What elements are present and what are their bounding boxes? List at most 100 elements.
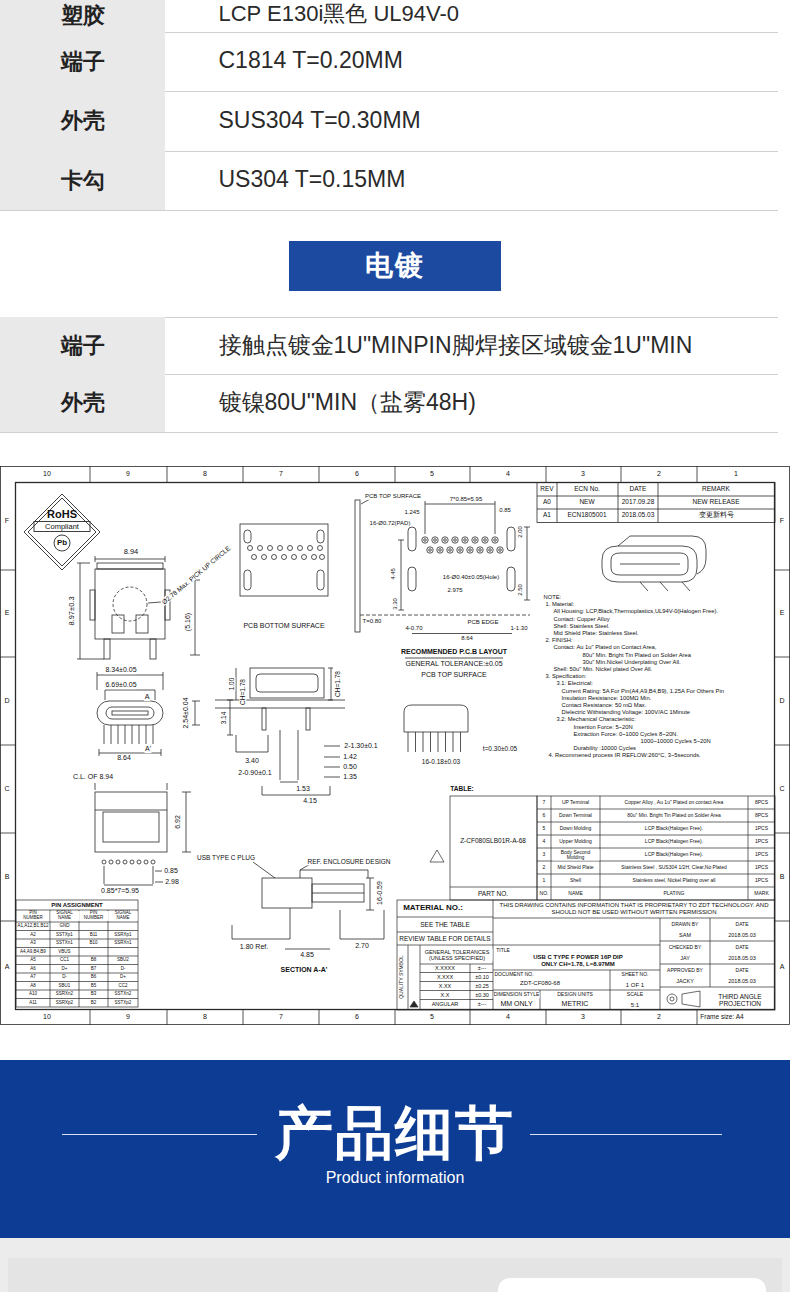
spec-value: US304 T=0.15MM	[218, 167, 406, 192]
pin-cell: B7	[90, 966, 97, 971]
zone-letter: F	[4, 517, 9, 525]
front-view	[95, 810, 167, 811]
rohs-badge	[54, 535, 70, 551]
section-view	[262, 878, 312, 908]
pcb-layout	[429, 549, 432, 552]
note-text: GENERAL TOLERANCE:±0.05	[405, 660, 503, 668]
front-view	[144, 860, 148, 864]
node-subtitle: Product information	[326, 1170, 465, 1186]
pin-cell: GND	[59, 924, 70, 929]
table-cell: LCP Black(Halogen Free).	[644, 839, 703, 845]
part-number: Z-CF080SLB01R-A-68	[460, 837, 527, 844]
spec-label-cell: 外壳	[0, 374, 165, 432]
tolerance-cell: X.XX	[438, 983, 452, 989]
table-cell: LCP Black(Halogen Free).	[644, 826, 703, 832]
dimension-text: 1.35	[343, 773, 358, 781]
table-cell: 1PCS	[754, 826, 768, 832]
table-cell: 7	[542, 800, 546, 806]
revision-cell: A1	[543, 511, 552, 518]
rohs-mark: Pb	[56, 539, 67, 548]
title-block-text: SEE THE TABLE	[420, 921, 471, 928]
tolerance-cell: ±---	[477, 965, 487, 971]
pcb-layout	[422, 537, 428, 543]
front-view	[104, 639, 110, 659]
title-block-grid	[493, 918, 775, 1010]
table-cell: 1PCS	[754, 839, 768, 845]
drawing-frame	[537, 483, 775, 523]
pcb-bottom-view	[272, 555, 277, 560]
pin-cell: B5	[90, 983, 97, 988]
rohs-badge	[24, 494, 100, 570]
section-view	[232, 908, 290, 939]
dimension-text: CH=1.78	[334, 671, 341, 698]
frame-size: Frame size: A4	[700, 1013, 744, 1020]
pcb-layout	[408, 567, 416, 591]
pin-cell: SSRXn2	[55, 992, 73, 997]
banner-ground	[0, 1060, 790, 1292]
zone-number: 9	[126, 470, 131, 478]
pcb-layout	[434, 539, 437, 542]
dimension-text: t=0.30±0.05	[482, 745, 517, 752]
title-block-text: TITLE	[496, 948, 511, 954]
zone-letter: B	[779, 873, 785, 881]
title-block-text: THIS DRAWING CONTAINS INFORMATION THAT I…	[498, 902, 771, 915]
tolerance-cell: ANGULAR	[431, 1001, 459, 1007]
dimension-text: 3.40	[245, 757, 260, 765]
title-block-text: DRAWN BY	[671, 922, 699, 928]
zone-letter: D	[779, 697, 785, 705]
node-title: 电镀	[365, 247, 425, 285]
node-title: 产品细节	[275, 1104, 515, 1162]
dimension-text: T=0.80	[362, 618, 382, 625]
pcb-layout	[408, 732, 461, 752]
dimension-text: 6.69±0.05	[105, 681, 137, 689]
pin-cell: A11	[29, 1000, 38, 1005]
title-block-text: DIMENSION STYLE	[493, 992, 540, 998]
dimension-text: 2.54±0.04	[182, 697, 190, 729]
pcb-bottom-view	[278, 546, 283, 551]
note-text: 1000~10000 Cycles 5~20N	[640, 738, 711, 744]
pcb-bottom-view	[244, 570, 251, 590]
pcb-bottom-view	[312, 555, 317, 560]
tolerance-cell: X.X	[440, 992, 450, 998]
table-header: NAME	[568, 891, 583, 897]
dimension-text: 4-0.70	[405, 625, 423, 632]
revision-cell: 变更新料号	[698, 511, 734, 518]
dimension-text: 4.85	[300, 951, 315, 959]
revision-cell: A0	[543, 498, 552, 505]
zone-number: 8	[203, 1013, 208, 1021]
pcb-bottom-view	[240, 524, 328, 596]
front-view	[130, 860, 134, 864]
rohs-badge	[34, 522, 90, 532]
pin-cell: B2	[90, 1000, 97, 1005]
dimension-text: 16-0.59	[376, 881, 384, 906]
pin-cell: B3	[90, 992, 97, 997]
front-view	[192, 701, 200, 725]
note-text: 3.2: Mechanical Characteristic:	[556, 716, 636, 722]
pcb-layout	[444, 539, 447, 542]
dimension-text: 2.70	[355, 942, 370, 950]
pin-cell: A7	[30, 975, 37, 980]
note-text: Contact: Au 1u" Plated on Contact Area,	[553, 644, 657, 650]
zone-number: 8	[203, 470, 208, 478]
pcb-layout	[462, 537, 468, 543]
banner-ground	[0, 1060, 790, 1238]
revision-cell: NEW	[579, 498, 595, 505]
front-view	[97, 672, 163, 690]
section-view	[253, 862, 275, 878]
table-cell: 6	[542, 813, 546, 819]
pcb-layout	[482, 537, 488, 543]
node-title: 外壳	[61, 106, 105, 136]
title-block-text: MATERIAL NO.:	[403, 904, 464, 913]
front-view	[136, 615, 148, 633]
front-view	[97, 563, 163, 569]
connector-illustration	[620, 564, 680, 565]
title-block-text: CHECKED BY	[668, 945, 702, 951]
dimension-text: 6.92	[174, 815, 182, 830]
pcb-bottom-view	[252, 555, 257, 560]
section-view	[312, 893, 364, 894]
dimension-text: 1.53	[296, 785, 311, 793]
pin-cell: B8	[90, 958, 97, 963]
pcb-layout	[432, 537, 438, 543]
dimension-text: (5.16)	[184, 612, 192, 631]
note-text: Dielectric Withstanding Voltage: 100V/AC…	[561, 709, 691, 715]
